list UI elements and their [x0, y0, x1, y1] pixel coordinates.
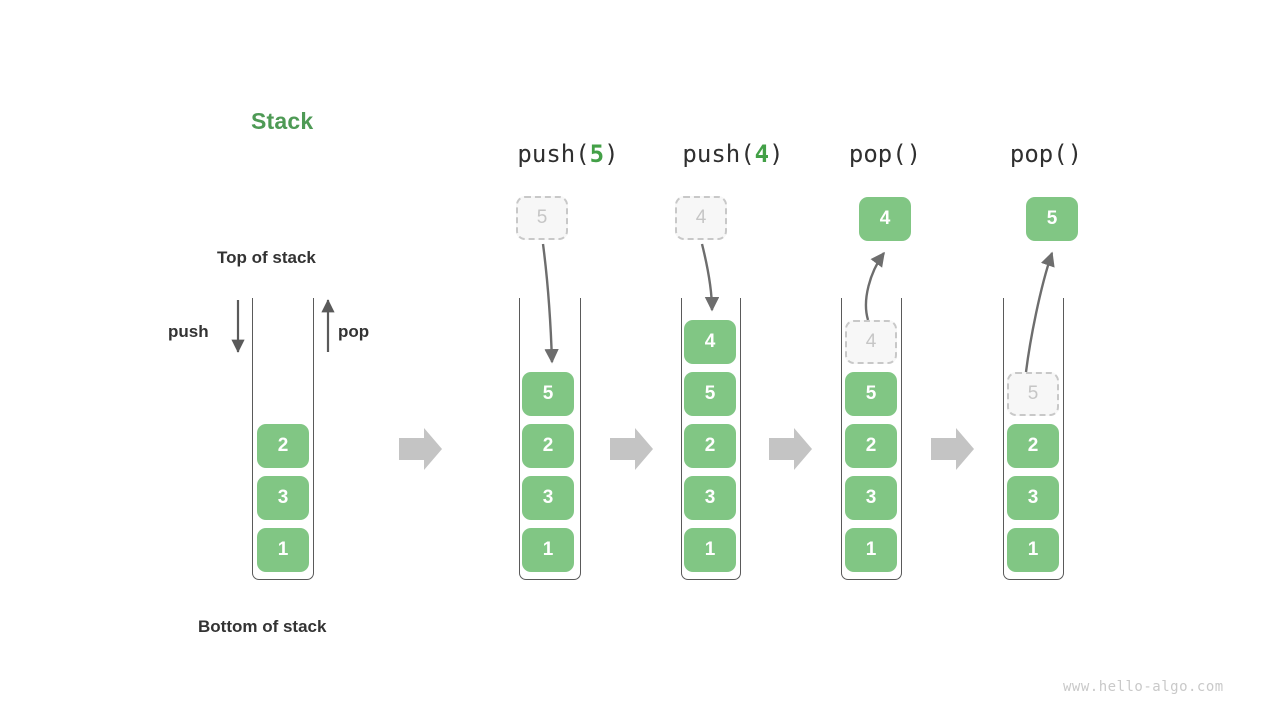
watermark: www.hello-algo.com: [1063, 679, 1224, 695]
transition-arrow-icon: [769, 428, 812, 470]
push-label: push: [168, 322, 209, 341]
transition-arrow-icon: [931, 428, 974, 470]
op-prefix: push(: [517, 140, 590, 168]
op-label-pop-1: pop(): [795, 140, 975, 168]
stack-cell: 1: [257, 528, 309, 572]
stack-cell: 3: [845, 476, 897, 520]
top-of-stack-label: Top of stack: [217, 248, 316, 267]
stack-cell: 2: [684, 424, 736, 468]
transition-arrow-icon: [399, 428, 442, 470]
op-prefix: pop(: [848, 140, 907, 168]
stack-container-push-5: [519, 298, 581, 580]
push-motion-arrow: [541, 243, 559, 364]
stack-cell: 2: [257, 424, 309, 468]
removed-element-ghost: 4: [845, 320, 897, 364]
pop-label: pop: [338, 322, 370, 341]
incoming-element-ghost: 4: [675, 196, 727, 240]
transition-arrow-icon: [610, 428, 653, 470]
page-title: Stack: [251, 108, 314, 134]
stack-cell: 1: [684, 528, 736, 572]
stack-container-pop-5: [1003, 298, 1064, 580]
stack-cell: 1: [522, 528, 574, 572]
stack-container-push-4: [681, 298, 741, 580]
incoming-element-ghost: 5: [516, 196, 568, 240]
op-prefix: push(: [682, 140, 755, 168]
op-prefix: pop(: [1009, 140, 1068, 168]
stack-cell: 5: [684, 372, 736, 416]
op-arg: 5: [589, 140, 605, 168]
op-suffix: ): [1067, 140, 1083, 168]
op-label-push-4: push(4): [643, 140, 823, 168]
op-suffix: ): [906, 140, 922, 168]
op-suffix: ): [604, 140, 619, 168]
op-label-push-5: push(5): [478, 140, 658, 168]
stack-cell: 1: [845, 528, 897, 572]
stack-cell: 4: [684, 320, 736, 364]
stack-container-pop-4: [841, 298, 902, 580]
bottom-of-stack-label: Bottom of stack: [198, 617, 327, 636]
op-label-pop-2: pop(): [956, 140, 1136, 168]
stack-cell: 2: [845, 424, 897, 468]
popped-element: 4: [859, 197, 911, 241]
op-arg: 4: [754, 140, 770, 168]
op-suffix: ): [769, 140, 784, 168]
stack-container-initial: [252, 298, 314, 580]
stack-cell: 5: [845, 372, 897, 416]
stack-cell: 2: [522, 424, 574, 468]
removed-element-ghost: 5: [1007, 372, 1059, 416]
stack-cell: 3: [522, 476, 574, 520]
stack-cell: 5: [522, 372, 574, 416]
popped-element: 5: [1026, 197, 1078, 241]
stack-cell: 1: [1007, 528, 1059, 572]
push-motion-arrow: [700, 243, 720, 312]
stack-cell: 2: [1007, 424, 1059, 468]
stack-cell: 3: [684, 476, 736, 520]
pop-motion-arrow: [864, 251, 885, 321]
pop-motion-arrow: [1024, 251, 1055, 373]
stack-cell: 3: [257, 476, 309, 520]
stack-cell: 3: [1007, 476, 1059, 520]
